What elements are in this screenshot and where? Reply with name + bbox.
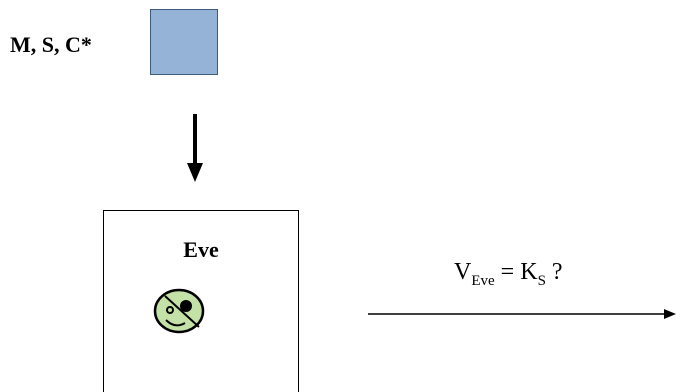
inputs-label: M, S, C* — [10, 32, 92, 57]
k-symbol: K — [520, 259, 538, 285]
k-subscript: S — [537, 273, 546, 289]
smiley-eyepatch-icon — [153, 288, 205, 334]
key-test-label: VEve = KS ? — [454, 258, 563, 289]
equals-sign: = — [500, 259, 515, 285]
eve-label: Eve — [183, 237, 219, 262]
data-box — [150, 9, 218, 75]
right-arrow-icon — [368, 309, 676, 319]
v-subscript: Eve — [471, 273, 495, 289]
v-symbol: V — [454, 259, 472, 285]
down-arrow-icon — [187, 114, 203, 182]
eve-box: Eve — [103, 210, 299, 392]
question-mark: ? — [551, 259, 563, 285]
